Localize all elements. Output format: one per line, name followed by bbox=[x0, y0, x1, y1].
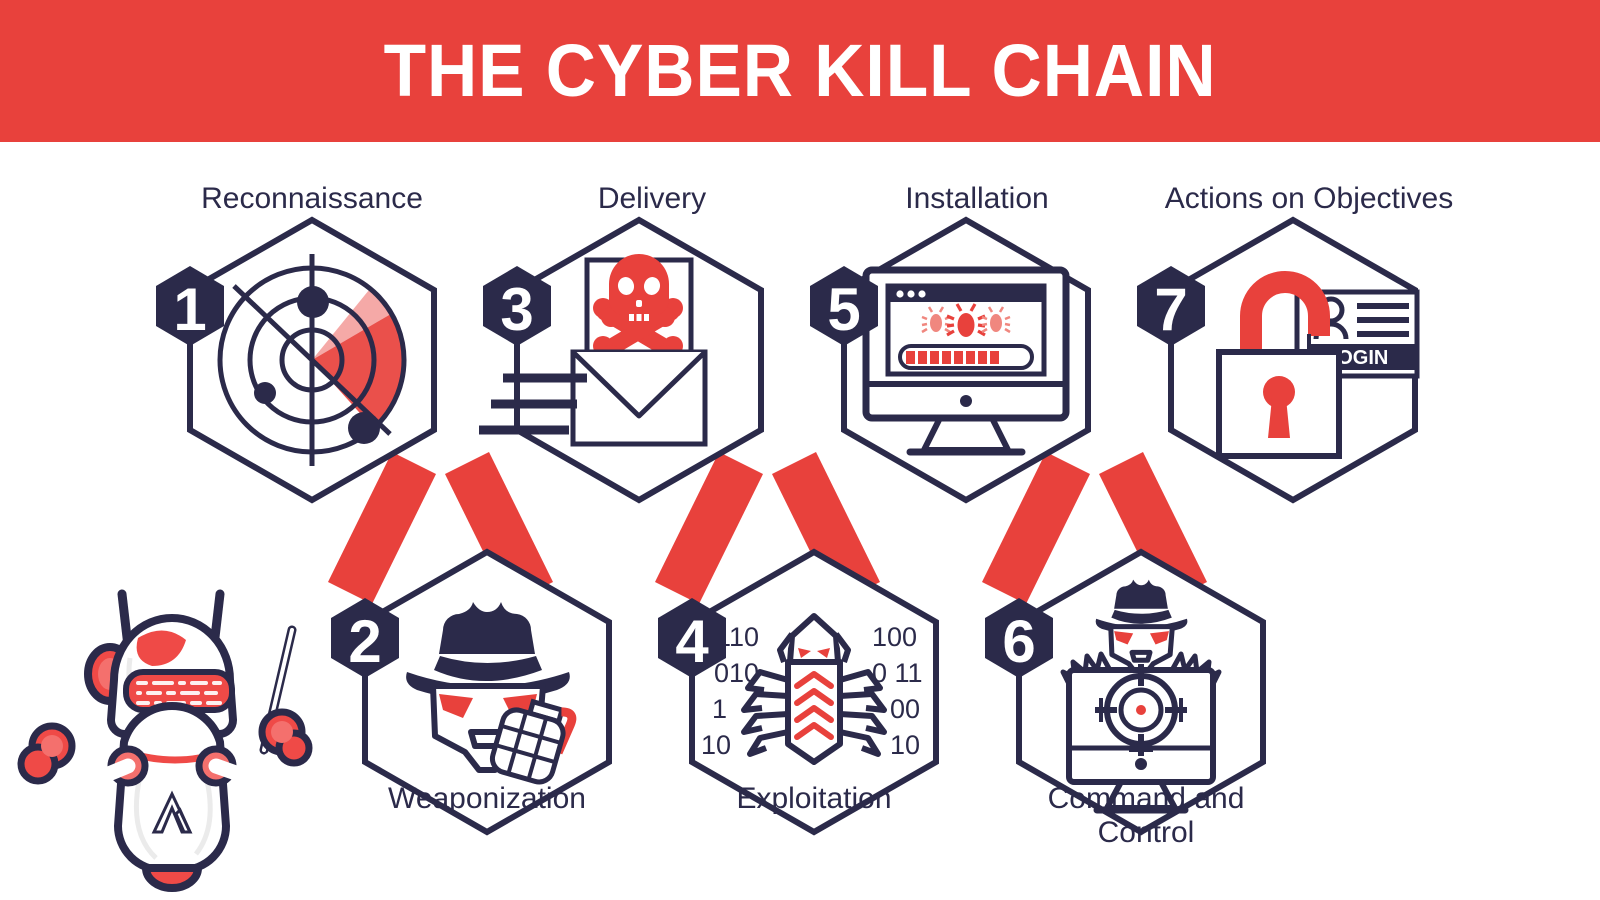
diagram-svg: LOGIN bbox=[17, 216, 1420, 892]
svg-text:5: 5 bbox=[827, 276, 860, 343]
badge-3[interactable]: 3 bbox=[483, 266, 551, 346]
binary-left-3: 10 bbox=[701, 730, 731, 760]
svg-text:1: 1 bbox=[173, 276, 206, 343]
robot-mascot bbox=[17, 589, 313, 892]
diagram-canvas: LOGIN bbox=[0, 142, 1600, 900]
stage-label-1: Reconnaissance bbox=[201, 182, 423, 215]
header-banner: THE CYBER KILL CHAIN bbox=[0, 0, 1600, 142]
badge-1[interactable]: 1 bbox=[156, 266, 224, 346]
stage-label-2: Weaponization bbox=[388, 782, 586, 815]
page-title: THE CYBER KILL CHAIN bbox=[383, 29, 1217, 112]
unlocked-padlock-login-icon: LOGIN bbox=[1216, 271, 1420, 459]
skull-crossbones-glyph bbox=[593, 254, 683, 365]
bug-glyph-left bbox=[921, 306, 951, 334]
svg-text:6: 6 bbox=[1002, 608, 1035, 675]
stage-label-6: Command and Control bbox=[1047, 782, 1245, 849]
stage-label-4: Exploitation bbox=[736, 782, 892, 815]
progress-fill bbox=[906, 351, 999, 364]
badge-5[interactable]: 5 bbox=[810, 266, 878, 346]
svg-text:4: 4 bbox=[675, 608, 709, 675]
binary-bug-icon: 0110 010 1 10 100 0 11 00 10 bbox=[701, 613, 923, 765]
svg-text:7: 7 bbox=[1154, 276, 1187, 343]
binary-right-0: 100 bbox=[872, 622, 917, 652]
stage-label-7: Actions on Objectives bbox=[1164, 182, 1454, 215]
binary-right-3: 10 bbox=[890, 730, 920, 760]
crosshair-target-glyph bbox=[1095, 664, 1187, 756]
stage-label-3: Delivery bbox=[597, 182, 707, 215]
svg-text:3: 3 bbox=[500, 276, 533, 343]
bug-glyph-center bbox=[946, 303, 986, 337]
binary-left-2: 1 bbox=[712, 694, 727, 724]
binary-right-2: 00 bbox=[890, 694, 920, 724]
stage-label-5: Installation bbox=[905, 182, 1049, 215]
number-badges: 1 3 5 7 2 bbox=[156, 266, 1205, 678]
svg-text:2: 2 bbox=[348, 608, 381, 675]
binary-right-1: 0 11 bbox=[872, 658, 923, 688]
envelope-skull-icon bbox=[479, 254, 708, 447]
robot-chest-logo bbox=[151, 790, 193, 834]
spy-grenade-icon bbox=[406, 602, 577, 785]
monitor-bugs-progress-icon bbox=[862, 266, 1070, 456]
badge-2[interactable]: 2 bbox=[331, 598, 399, 678]
badge-7[interactable]: 7 bbox=[1137, 266, 1205, 346]
badge-4[interactable]: 4 bbox=[658, 598, 726, 678]
binary-left-1: 010 bbox=[714, 658, 759, 688]
connector-bars bbox=[328, 452, 1207, 604]
grenade-glyph bbox=[489, 698, 577, 785]
bug-glyph-right bbox=[981, 306, 1011, 334]
spy-monitor-target-icon bbox=[1060, 579, 1222, 814]
badge-6[interactable]: 6 bbox=[985, 598, 1053, 678]
